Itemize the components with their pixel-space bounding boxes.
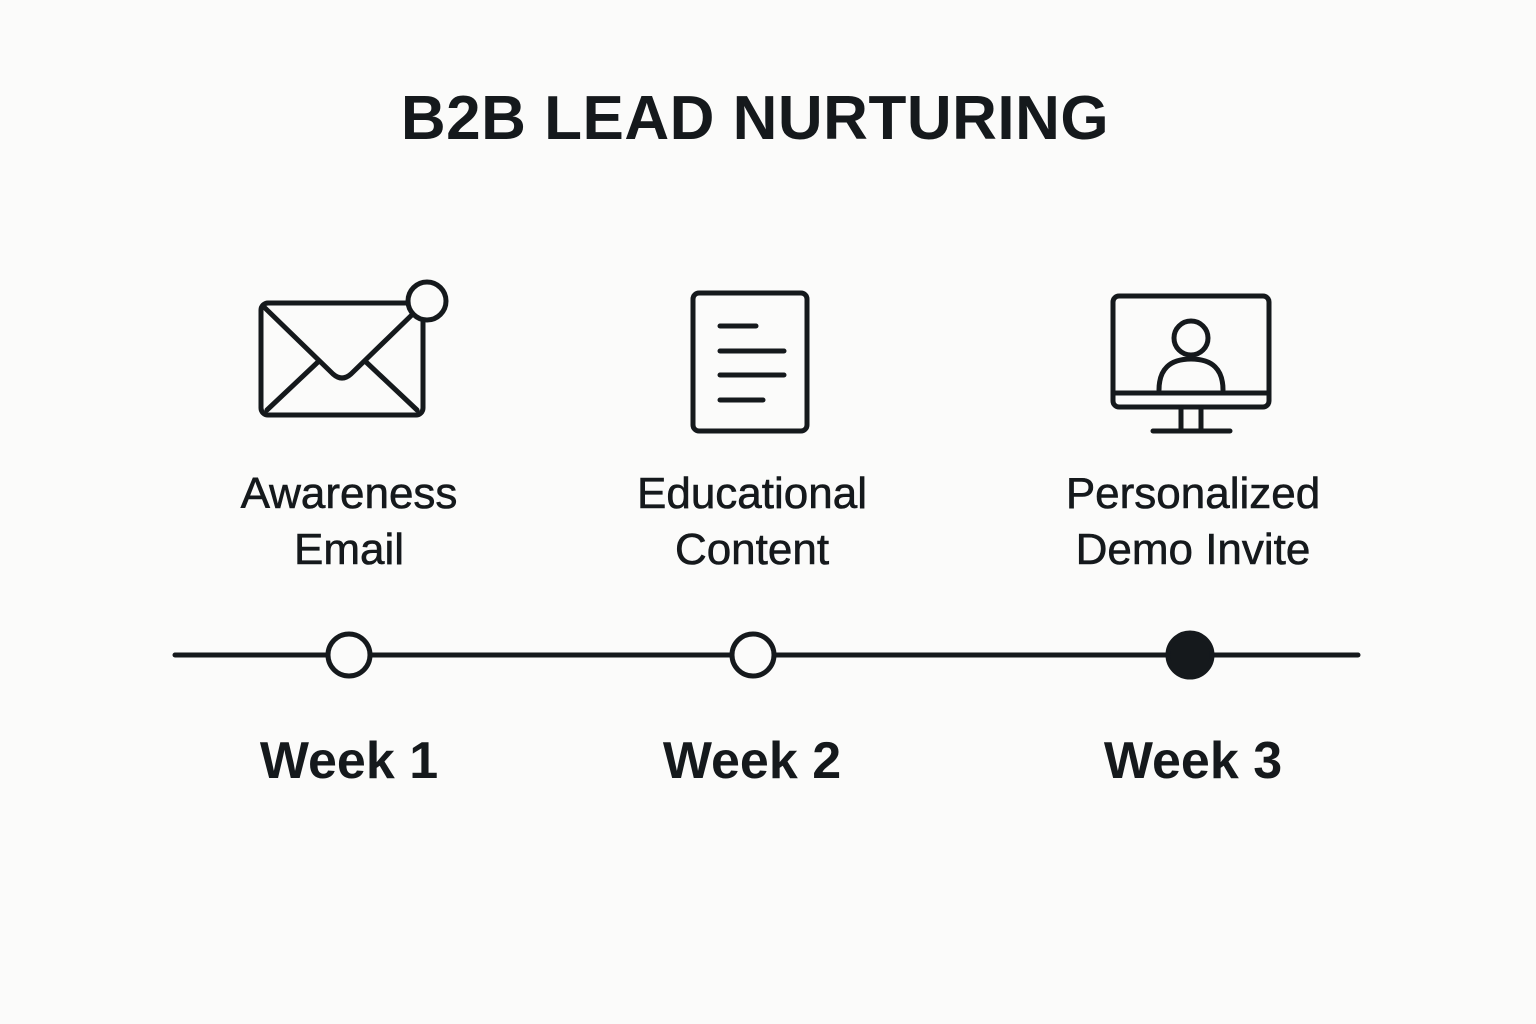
diagram-title: B2B LEAD NURTURING (400, 84, 1110, 153)
envelope-notification-icon (258, 279, 449, 418)
step-label: Educational Content (637, 469, 868, 575)
week-label: Week 3 (1103, 732, 1283, 790)
monitor-user-icon (1110, 293, 1272, 434)
timeline-marker-week-1 (325, 631, 373, 679)
timeline-marker-week-3 (1165, 630, 1215, 680)
timeline-marker-week-2 (729, 631, 777, 679)
document-icon (690, 290, 810, 434)
week-label: Week 1 (259, 732, 439, 790)
week-label: Week 2 (662, 732, 842, 790)
step-week-1: Awareness Email Week 1 (149, 0, 549, 1024)
step-week-3: Personalized Demo Invite Week 3 (993, 0, 1393, 1024)
step-label: Awareness Email (240, 469, 458, 575)
step-label: Personalized Demo Invite (1065, 469, 1321, 575)
step-week-2: Educational Content Week 2 (552, 0, 952, 1024)
